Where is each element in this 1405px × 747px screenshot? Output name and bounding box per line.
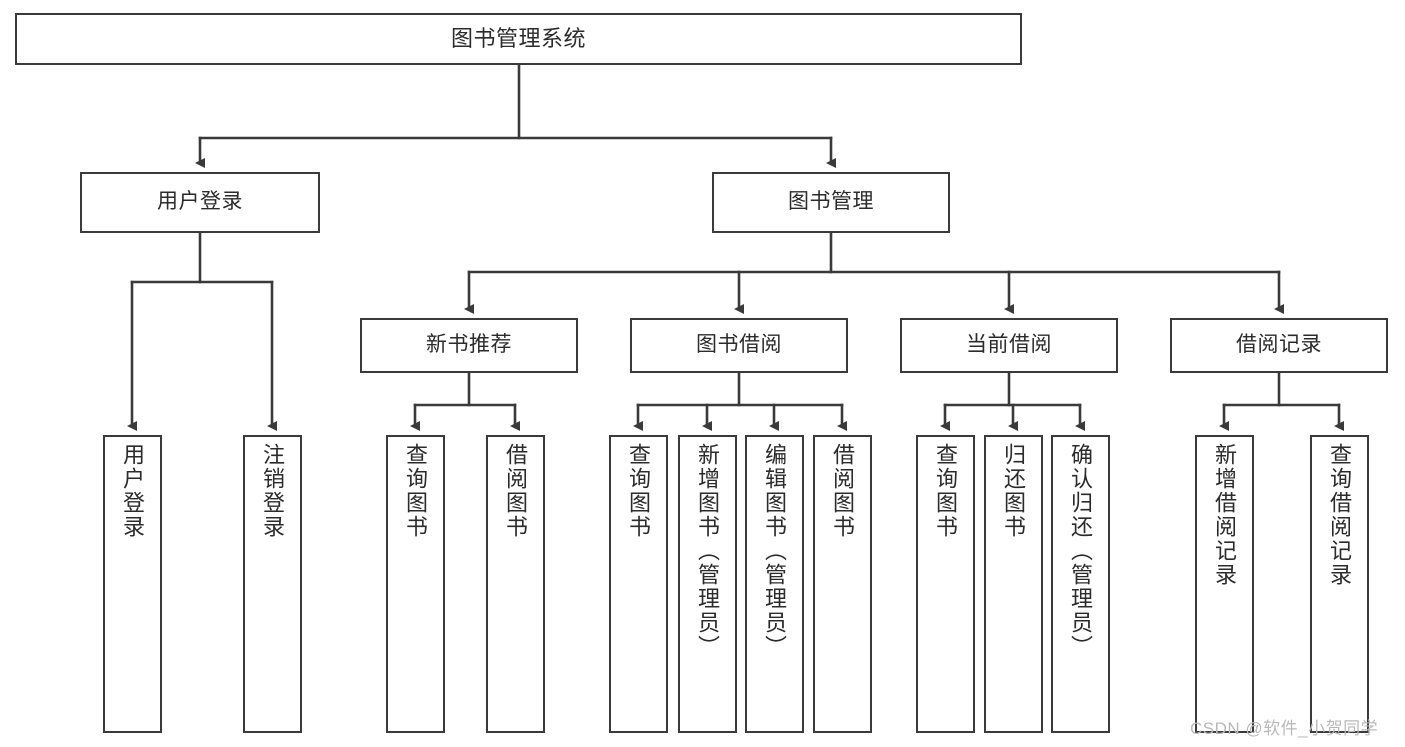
node-leaf-query-book-2[interactable]: 查询图书 xyxy=(609,435,668,733)
node-leaf-confirm-return-label: 确认归还（管理员） xyxy=(1068,443,1094,659)
node-leaf-borrow-book-1[interactable]: 借阅图书 xyxy=(486,435,545,733)
node-leaf-borrow-book-1-label: 借阅图书 xyxy=(503,443,529,539)
node-root-label: 图书管理系统 xyxy=(450,26,586,52)
node-leaf-edit-book[interactable]: 编辑图书（管理员） xyxy=(745,435,804,733)
node-leaf-query-record[interactable]: 查询借阅记录 xyxy=(1310,435,1369,733)
node-current-borrow-label: 当前借阅 xyxy=(966,333,1052,357)
node-leaf-add-book-label: 新增图书（管理员） xyxy=(695,443,721,659)
node-book-manage[interactable]: 图书管理 xyxy=(712,172,950,233)
node-leaf-query-book-3-label: 查询图书 xyxy=(933,443,959,539)
node-current-borrow[interactable]: 当前借阅 xyxy=(900,318,1118,373)
node-user-login-label: 用户登录 xyxy=(157,190,243,214)
node-leaf-add-book[interactable]: 新增图书（管理员） xyxy=(678,435,737,733)
node-leaf-edit-book-label: 编辑图书（管理员） xyxy=(762,443,788,659)
node-leaf-logout-login[interactable]: 注销登录 xyxy=(243,435,302,733)
csdn-watermark: CSDN @软件_小贺同学 xyxy=(1190,719,1379,738)
node-leaf-query-book-2-label: 查询图书 xyxy=(626,443,652,539)
node-leaf-confirm-return[interactable]: 确认归还（管理员） xyxy=(1051,435,1110,733)
node-leaf-query-book-3[interactable]: 查询图书 xyxy=(916,435,975,733)
node-leaf-return-book-label: 归还图书 xyxy=(1001,443,1027,539)
node-book-manage-label: 图书管理 xyxy=(788,190,874,214)
node-leaf-return-book[interactable]: 归还图书 xyxy=(984,435,1043,733)
node-leaf-query-book-1-label: 查询图书 xyxy=(403,443,429,539)
node-borrow-record[interactable]: 借阅记录 xyxy=(1170,318,1388,373)
node-leaf-borrow-book-2-label: 借阅图书 xyxy=(830,443,856,539)
node-book-borrow-label: 图书借阅 xyxy=(696,333,782,357)
node-new-book-recommend[interactable]: 新书推荐 xyxy=(360,318,578,373)
node-leaf-user-login[interactable]: 用户登录 xyxy=(103,435,162,733)
node-borrow-record-label: 借阅记录 xyxy=(1236,333,1322,357)
node-leaf-add-record-label: 新增借阅记录 xyxy=(1212,443,1238,587)
node-leaf-borrow-book-2[interactable]: 借阅图书 xyxy=(813,435,872,733)
node-book-borrow[interactable]: 图书借阅 xyxy=(630,318,848,373)
node-root[interactable]: 图书管理系统 xyxy=(15,13,1022,65)
node-leaf-query-record-label: 查询借阅记录 xyxy=(1327,443,1353,587)
node-leaf-logout-login-label: 注销登录 xyxy=(260,443,286,539)
node-leaf-query-book-1[interactable]: 查询图书 xyxy=(386,435,445,733)
node-leaf-add-record[interactable]: 新增借阅记录 xyxy=(1195,435,1254,733)
node-user-login[interactable]: 用户登录 xyxy=(80,172,320,233)
node-leaf-user-login-label: 用户登录 xyxy=(120,443,146,539)
node-new-book-recommend-label: 新书推荐 xyxy=(426,333,512,357)
